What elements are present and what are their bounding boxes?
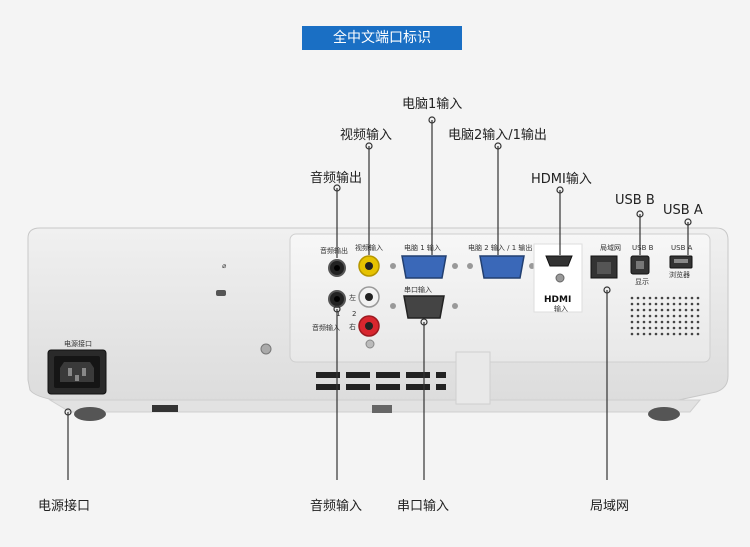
panel-label-serial: 串口输入	[404, 285, 432, 294]
panel-label-audio-out: 音频输出	[320, 246, 348, 255]
panel-label-pc2: 电脑 2 输入 / 1 输出	[468, 243, 532, 252]
foot-left	[74, 407, 106, 421]
panel-hdmi-logo: HDMI	[544, 295, 571, 305]
callout-pc2-in-out: 电脑2输入/1输出	[448, 128, 547, 143]
callout-usb-a: USB A	[663, 203, 703, 218]
banner-title: 全中文端口标识	[302, 26, 462, 50]
callout-hdmi-in: HDMI输入	[531, 172, 592, 187]
screw-left	[260, 343, 272, 355]
panel-label-usb-a-sub: 浏览器	[669, 270, 690, 279]
panel-label-usb-b: USB B	[632, 244, 654, 252]
panel-label-lan: 局域网	[600, 243, 621, 252]
leader-lines	[64, 116, 692, 480]
callout-serial-in: 串口输入	[397, 499, 450, 514]
callout-audio-out: 音频输出	[310, 171, 363, 186]
panel-label-left: 左	[349, 293, 356, 302]
panel-label-ch2: 2	[352, 310, 356, 318]
panel-label-usb-a: USB A	[671, 244, 693, 252]
hdmi-port	[545, 255, 573, 267]
callout-lan: 局域网	[590, 499, 630, 514]
vent-left	[316, 372, 446, 390]
callout-power: 电源接口	[38, 499, 91, 514]
foot-right	[648, 407, 680, 421]
panel-label-power: 电源接口	[64, 339, 92, 348]
panel-label-pc1: 电脑 1 输入	[404, 243, 441, 252]
svg-text:⌀: ⌀	[222, 262, 226, 270]
callout-video-in: 视频输入	[340, 128, 393, 143]
callout-usb-b: USB B	[615, 193, 655, 208]
callout-audio-in: 音频输入	[310, 499, 363, 514]
panel-label-usb-b-sub: 显示	[635, 278, 649, 286]
callout-pc1-in: 电脑1输入	[402, 97, 463, 112]
panel-label-right: 右	[349, 322, 356, 331]
panel-hdmi-input: 输入	[554, 304, 568, 313]
vga-2-port	[479, 255, 525, 279]
panel-label-ch1: 1	[336, 310, 340, 318]
speaker-grille	[630, 296, 700, 336]
serial-port	[403, 295, 445, 319]
panel-label-audio-in: 音频输入	[312, 323, 340, 332]
vga-1-port	[401, 255, 447, 279]
